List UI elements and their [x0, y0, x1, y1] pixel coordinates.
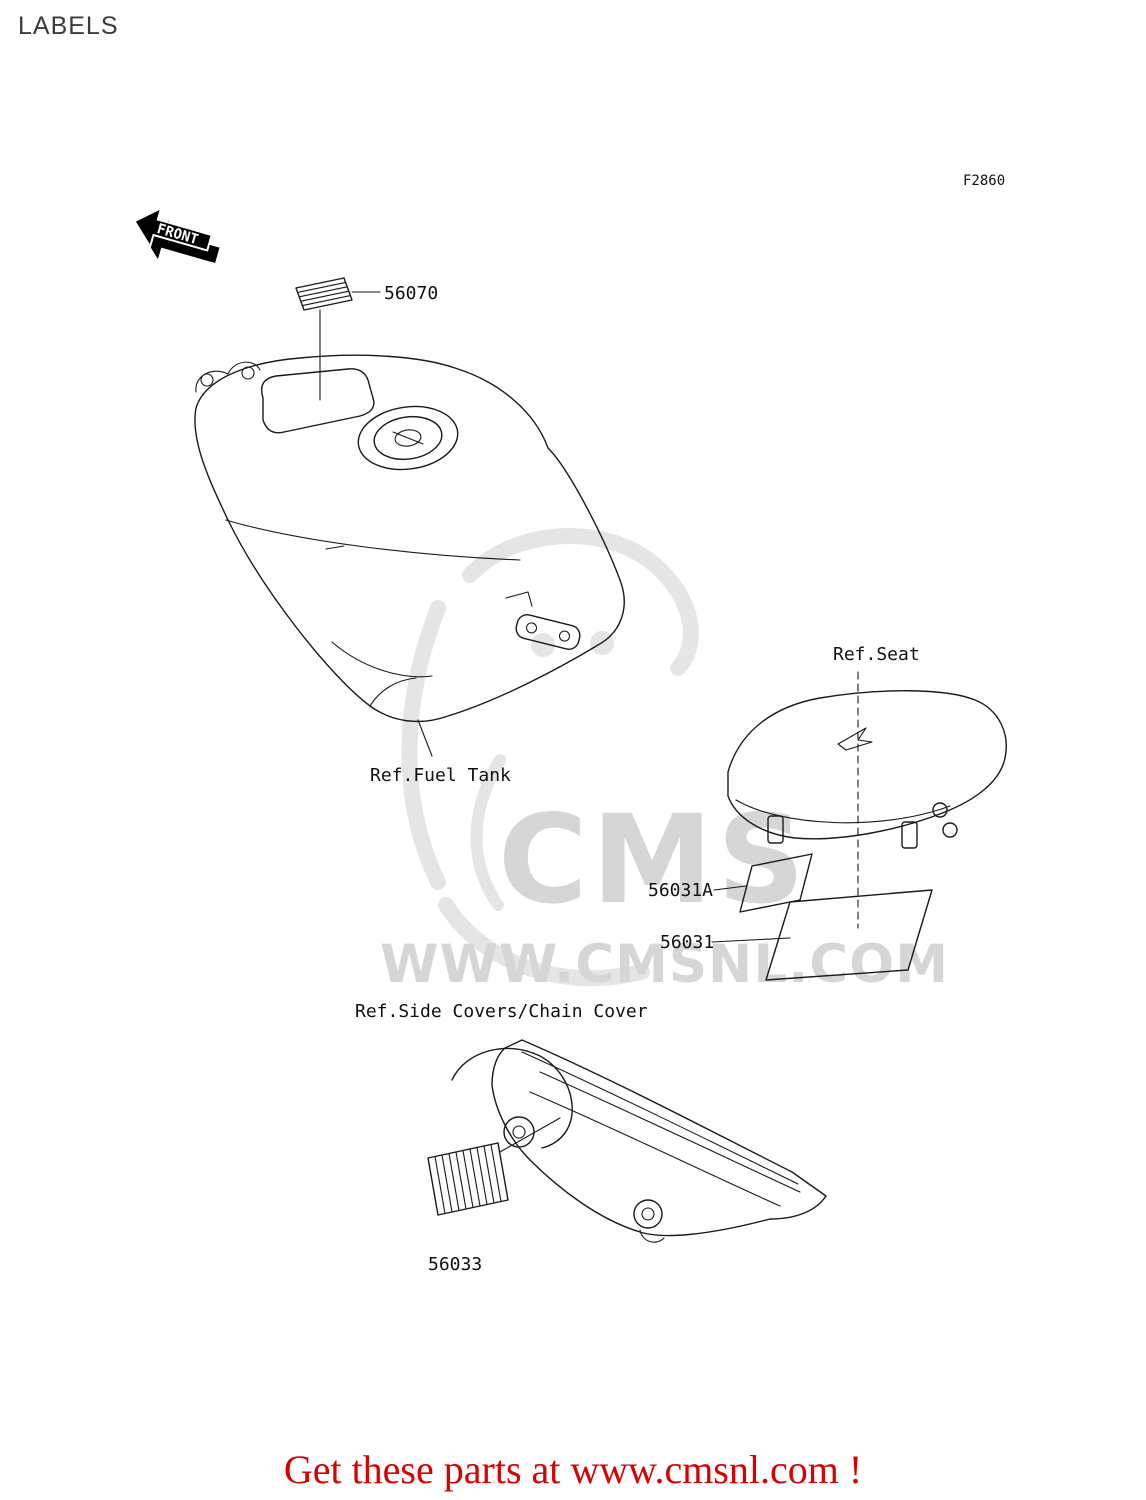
- ref-seat: Ref.Seat: [833, 644, 920, 665]
- watermark: CMS WWW.CMSNL.COM: [380, 528, 949, 995]
- chain-cover-drawing: [451, 1039, 827, 1243]
- label-56070-hatch: [297, 281, 351, 307]
- footer-banner: Get these parts at www.cmsnl.com !: [0, 1438, 1146, 1500]
- label-56031a-group: 56031A: [648, 853, 813, 913]
- part-number-56033: 56033: [428, 1254, 482, 1275]
- watermark-mascot-graphic: [401, 528, 699, 987]
- seat-leg-right: [901, 821, 918, 849]
- watermark-brand-text: CMS: [498, 789, 809, 931]
- tank-rear-bracket: [515, 614, 581, 650]
- seat-drawing: [727, 671, 1007, 929]
- label-56031-sticker: [765, 889, 933, 981]
- part-number-56031a: 56031A: [648, 880, 713, 901]
- chain-roller-outer: [633, 1199, 663, 1229]
- fuel-tank-drawing: [194, 354, 625, 723]
- leader-56031: [711, 937, 791, 943]
- chain-cover-bolt-inner: [512, 1125, 526, 1139]
- front-arrow-shape: [133, 206, 213, 252]
- tank-outline-path: [194, 354, 625, 723]
- label-56033-group: 56033: [427, 1117, 561, 1275]
- fuel-cap: [357, 405, 459, 471]
- leader-ref-fuel-tank: [417, 719, 433, 757]
- leader-56031a: [713, 885, 747, 891]
- label-56070-sticker: [295, 277, 353, 311]
- label-56033-sticker: [427, 1142, 509, 1216]
- ref-fuel-tank: Ref.Fuel Tank: [370, 765, 511, 786]
- label-56070-group: 56070: [295, 277, 438, 401]
- seat-emblem: [837, 727, 873, 751]
- figure-code: F2860: [963, 173, 1005, 189]
- chain-roller-inner: [641, 1207, 655, 1221]
- part-number-56070: 56070: [384, 283, 438, 304]
- label-56033-hatch: [434, 1143, 502, 1215]
- part-number-56031: 56031: [660, 932, 714, 953]
- tank-label-panel: [260, 368, 375, 434]
- label-56031-group: 56031: [660, 889, 933, 981]
- front-arrow: FRONT: [133, 206, 220, 264]
- ref-side-covers: Ref.Side Covers/Chain Cover: [355, 1001, 648, 1022]
- chain-cover-bolt-outer: [503, 1116, 535, 1148]
- seat-bumper-2: [942, 822, 958, 838]
- page-title: LABELS: [18, 12, 119, 40]
- watermark-url-text: WWW.CMSNL.COM: [380, 934, 949, 995]
- seat-bumper-1: [932, 802, 948, 818]
- leader-56033: [499, 1117, 561, 1153]
- label-56031a-sticker: [739, 853, 813, 913]
- seat-outline-path: [727, 690, 1007, 840]
- chain-cover-outline: [491, 1039, 827, 1237]
- labels-parts-diagram: CMS WWW.CMSNL.COM F2860 FRONT: [133, 173, 1007, 1275]
- footer-cta-text: Get these parts at www.cmsnl.com !: [283, 1446, 863, 1492]
- seat-leg-left: [767, 815, 784, 844]
